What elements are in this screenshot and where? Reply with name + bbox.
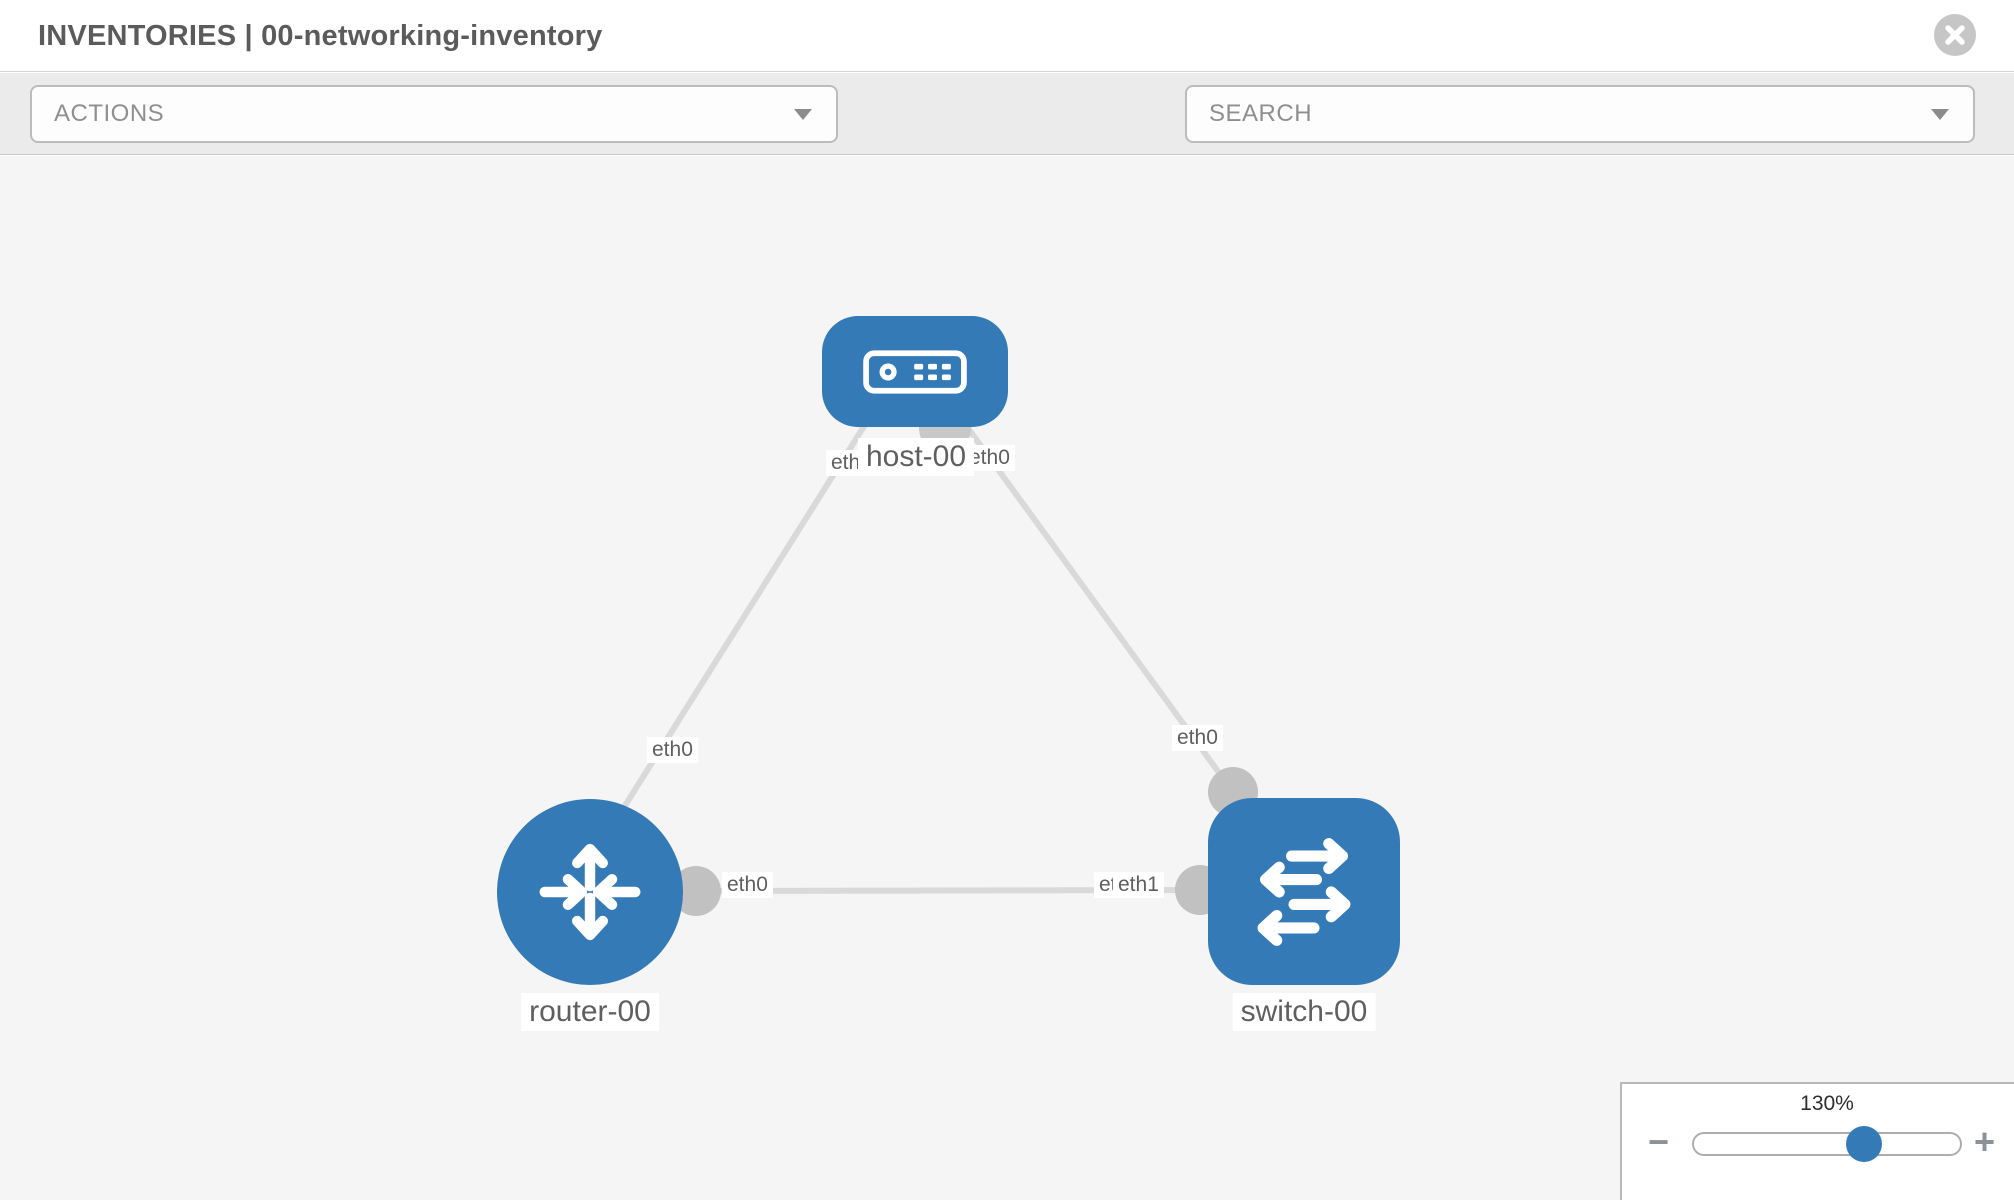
node-router-00[interactable] bbox=[497, 799, 683, 985]
interface-label-switch-top: eth0 bbox=[1172, 725, 1223, 751]
interface-label-router-top: eth0 bbox=[647, 737, 698, 763]
zoom-in-button[interactable]: + bbox=[1974, 1121, 1996, 1162]
node-host-00[interactable] bbox=[822, 316, 1008, 427]
interface-label-switch-left-eth1: eth1 bbox=[1113, 872, 1164, 898]
close-button[interactable] bbox=[1934, 14, 1976, 56]
node-switch-00[interactable] bbox=[1208, 798, 1400, 985]
node-label-switch-00: switch-00 bbox=[1232, 993, 1376, 1031]
node-label-router-00: router-00 bbox=[521, 993, 659, 1031]
chevron-down-icon bbox=[1931, 109, 1949, 120]
search-dropdown[interactable]: SEARCH bbox=[1185, 85, 1975, 143]
actions-dropdown-label: ACTIONS bbox=[54, 100, 165, 127]
switch-icon bbox=[1257, 837, 1351, 946]
node-label-host-00: host-00 bbox=[857, 438, 975, 476]
host-icon bbox=[863, 349, 967, 394]
zoom-slider-handle[interactable] bbox=[1846, 1126, 1883, 1162]
toolbar: ACTIONS SEARCH bbox=[0, 73, 2014, 201]
interface-label-router-right: eth0 bbox=[722, 872, 773, 898]
interface-dot-router-eth0 bbox=[671, 866, 721, 916]
actions-dropdown[interactable]: ACTIONS bbox=[30, 85, 838, 143]
search-dropdown-label: SEARCH bbox=[1209, 100, 1313, 127]
router-icon bbox=[539, 843, 641, 941]
close-icon bbox=[1945, 25, 1965, 45]
chevron-down-icon bbox=[794, 109, 812, 120]
topology-canvas[interactable]: host-00 router-00 switch-00 eth0 eth0 et… bbox=[0, 156, 2014, 1200]
zoom-control-panel: 130% − + bbox=[1620, 1082, 2014, 1200]
zoom-out-button[interactable]: − bbox=[1648, 1121, 1670, 1162]
zoom-level-value: 130% bbox=[1800, 1092, 1854, 1115]
topology-links-layer bbox=[611, 402, 1258, 916]
title-bar: INVENTORIES | 00-networking-inventory bbox=[0, 0, 2014, 72]
page-title: INVENTORIES | 00-networking-inventory bbox=[38, 20, 603, 52]
zoom-slider-track[interactable] bbox=[1692, 1126, 1962, 1162]
